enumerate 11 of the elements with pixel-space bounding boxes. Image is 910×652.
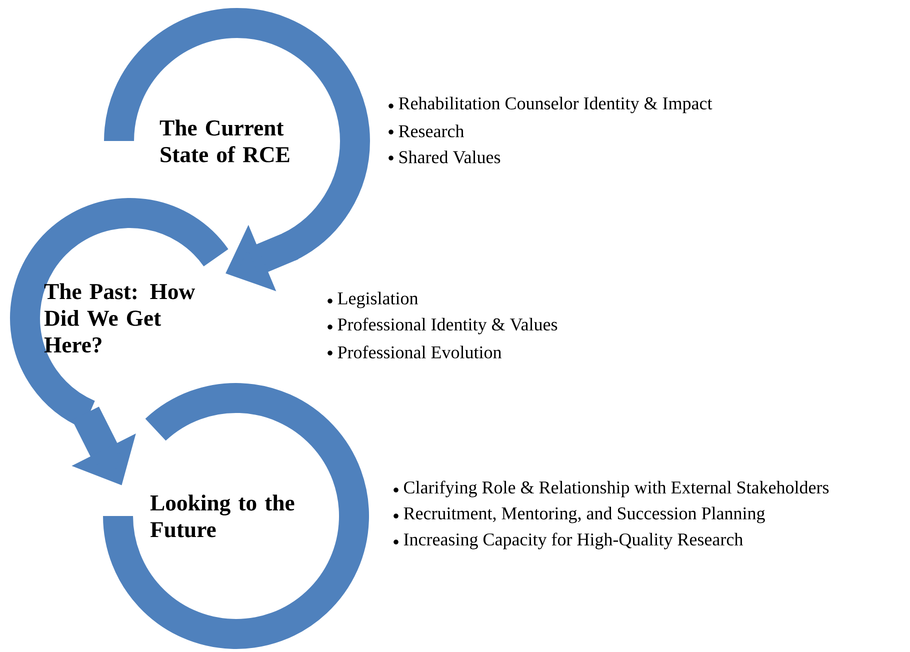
bullet-item: Shared Values xyxy=(388,150,500,164)
bullet-item: Professional Evolution xyxy=(328,346,502,358)
bullet-item: Legislation xyxy=(328,292,418,308)
bullet-item: Increasing Capacity for High-Quality Research xyxy=(394,532,743,550)
bullet-item: Recruitment, Mentoring, and Succession Planning xyxy=(394,506,765,524)
bullet-item: Research xyxy=(388,124,464,138)
ring-band: The Current State of RCE xyxy=(104,8,370,260)
bullet-item: Rehabilitation Counselor Identity & Impact xyxy=(388,96,712,114)
ring-band: Looking to the Future xyxy=(103,383,369,649)
bullet-item: Clarifying Role & Relationship with External Stakeholders xyxy=(394,480,829,498)
bullet-item: Professional Identity & Values xyxy=(328,318,558,334)
